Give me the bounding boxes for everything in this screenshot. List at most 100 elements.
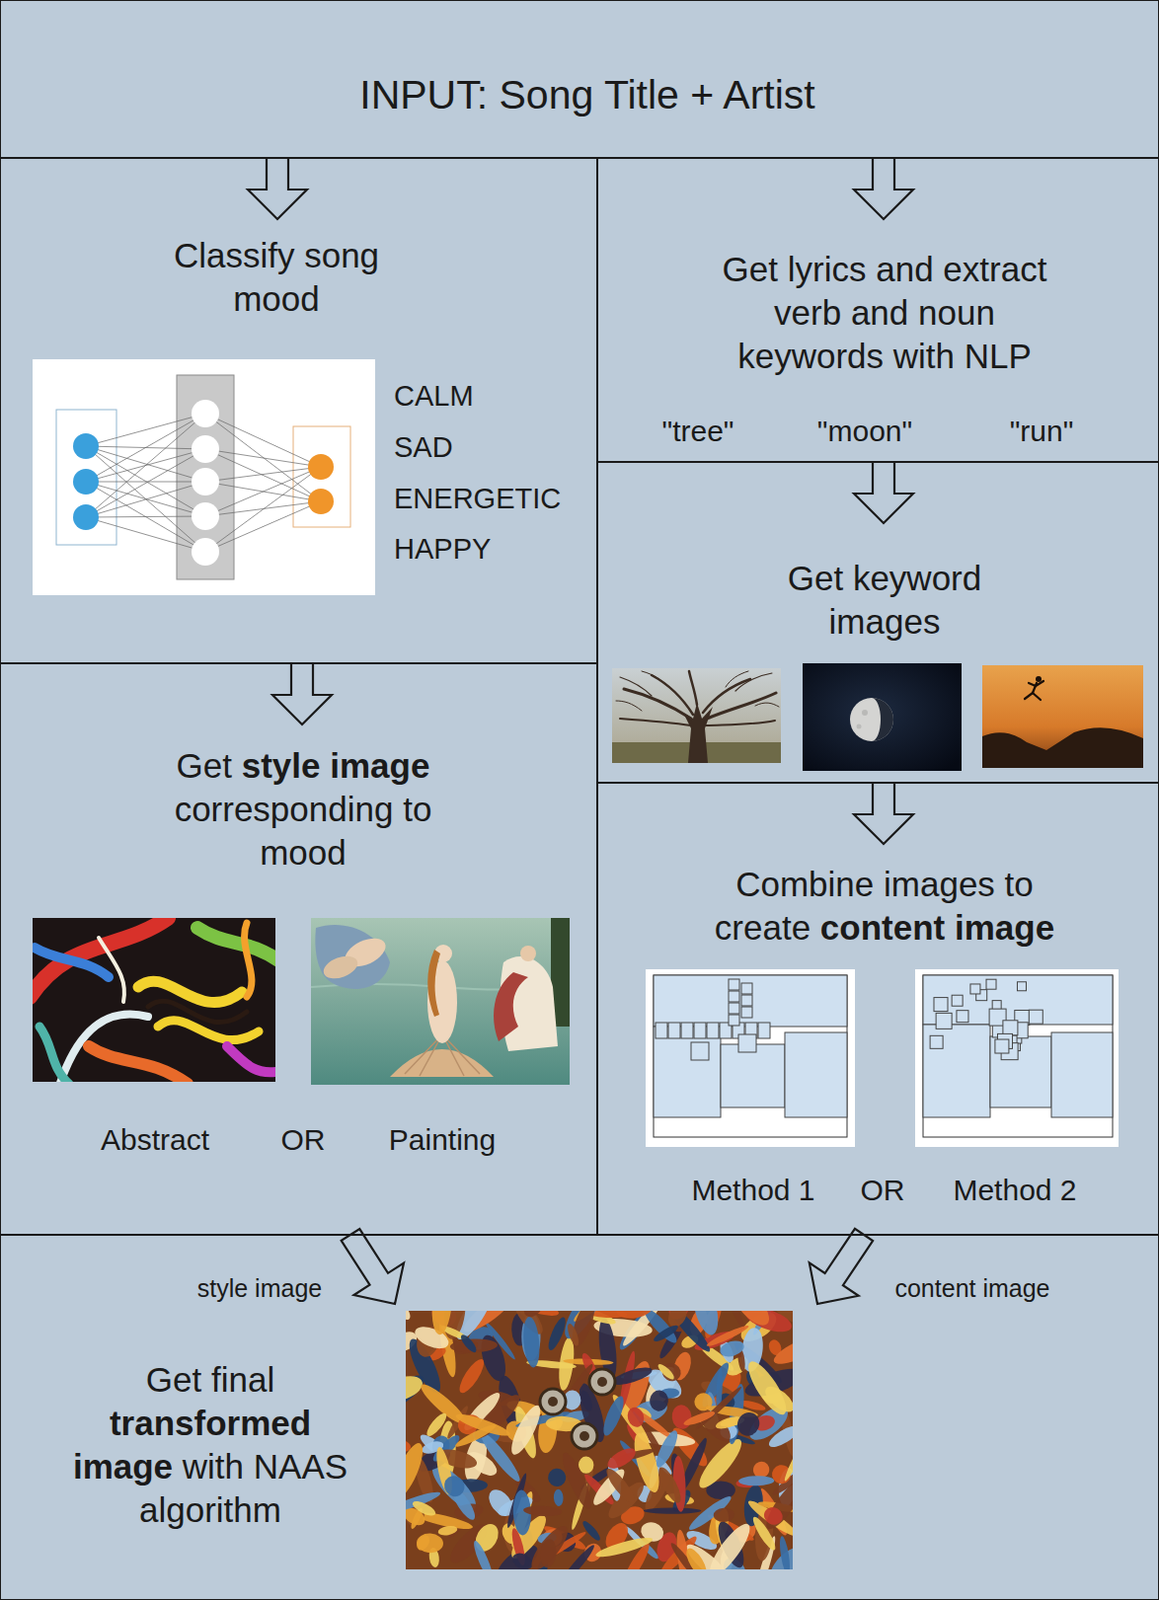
brush-ring [579, 1431, 590, 1442]
image-tile [1016, 982, 1026, 992]
word: style [241, 746, 321, 785]
panel-title: Get keyword images [756, 556, 1013, 644]
brush-ring [597, 1377, 608, 1388]
brush-stroke [416, 1533, 445, 1554]
word: image [73, 1447, 173, 1486]
network-link [85, 413, 206, 482]
neural-network-icon-part [191, 538, 220, 566]
network-link [85, 446, 206, 517]
hollow-arrow [272, 663, 332, 725]
neural-network-icon-part [308, 488, 334, 515]
brush-stroke [556, 1543, 598, 1570]
neural-network-icon-part [293, 426, 351, 528]
word: "moon" [817, 414, 913, 448]
brush-stroke [544, 1315, 569, 1353]
tree-photo-part-part [623, 689, 692, 719]
abstract-artwork-part-part [34, 947, 109, 978]
panel-title: Classify song mood [148, 233, 405, 321]
word: SAD [393, 431, 454, 464]
venus-painting-part [310, 918, 570, 1085]
layout-method-1-part [784, 1032, 848, 1118]
abstract-artwork-part-part [197, 927, 276, 963]
word: noun [918, 293, 996, 332]
network-link [85, 481, 206, 483]
tree-photo-part-part [641, 671, 672, 690]
brush-stroke [440, 1471, 469, 1501]
network-link [85, 449, 206, 518]
brush-ring [571, 1423, 598, 1450]
venus-painting-part [493, 972, 529, 1042]
brush-stroke [682, 1408, 716, 1428]
word: Artist [722, 72, 815, 118]
brush-stroke [429, 1311, 455, 1336]
word: algorithm [139, 1490, 282, 1530]
network-link [85, 446, 206, 482]
runner-photo-part-part [1028, 683, 1036, 687]
venus-painting [310, 918, 570, 1085]
brush-stroke [455, 1356, 488, 1397]
word: image [954, 908, 1055, 947]
brush-stroke [506, 1401, 546, 1459]
brush-stroke [423, 1410, 450, 1440]
word: with [893, 336, 955, 376]
network-link [85, 481, 206, 518]
word: Painting [388, 1123, 496, 1157]
brush-stroke [578, 1456, 595, 1473]
brush-stroke [454, 1410, 513, 1441]
image-tile [986, 979, 997, 990]
network-link [85, 517, 206, 552]
neural-network-icon-part [308, 454, 334, 480]
panel-title: Get lyrics and extract verb and noun key… [711, 247, 1058, 379]
network-link [205, 449, 321, 467]
neural-network-icon [32, 359, 376, 596]
moon-photo-part [802, 663, 962, 772]
tree-photo-part-part [616, 700, 642, 711]
brush-stroke [470, 1539, 496, 1570]
panel: INPUT: Song Title + Artist [0, 0, 1159, 158]
brush-stroke [770, 1331, 793, 1370]
word: CALM [393, 380, 474, 412]
hollow-arrow [247, 157, 308, 220]
word: Combine [735, 864, 874, 904]
panel: Get style image corresponding to moodAbs… [0, 663, 598, 1236]
brush-stroke [580, 1519, 603, 1544]
image-tile [655, 1022, 668, 1039]
word: Title [604, 72, 680, 118]
brush-stroke [509, 1549, 536, 1570]
image-tiles [929, 979, 1043, 1060]
word: OR [281, 1123, 326, 1157]
brush-stroke [520, 1311, 547, 1321]
image-tile [970, 984, 981, 995]
network-link [205, 413, 321, 502]
keyword-label: "run" [967, 413, 1116, 450]
brush-stroke [682, 1545, 710, 1570]
mood-label: SAD [393, 430, 592, 465]
brush-stroke [602, 1465, 638, 1507]
image-tile [681, 1022, 694, 1039]
brush-stroke [781, 1434, 793, 1483]
keyword-label: "moon" [790, 413, 939, 450]
brush-stroke [458, 1332, 479, 1355]
neural-network-icon-part [191, 502, 220, 531]
network-link [85, 446, 206, 552]
neural-network-icon-part [73, 433, 99, 460]
brush-stroke [692, 1390, 715, 1414]
brush-ring [589, 1369, 616, 1395]
image-tile [741, 983, 753, 995]
hollow-arrow [853, 462, 914, 524]
word: song [304, 235, 380, 275]
panel: Get lyrics and extract verb and noun key… [597, 157, 1159, 463]
brush-stroke [557, 1450, 597, 1513]
image-tile [1003, 1020, 1018, 1036]
panel: Combine images to create content imageMe… [597, 782, 1159, 1236]
brush-stroke [760, 1473, 793, 1535]
option-label: Abstract [66, 1122, 244, 1159]
layout-method-2-part [990, 1036, 1052, 1108]
layout-method-2-part [1051, 1032, 1113, 1118]
venus-painting-part [520, 945, 537, 962]
layout-method-1-part [653, 1026, 721, 1118]
brush-stroke [405, 1440, 429, 1503]
word: + [690, 72, 714, 118]
image-tile [995, 1039, 1009, 1054]
